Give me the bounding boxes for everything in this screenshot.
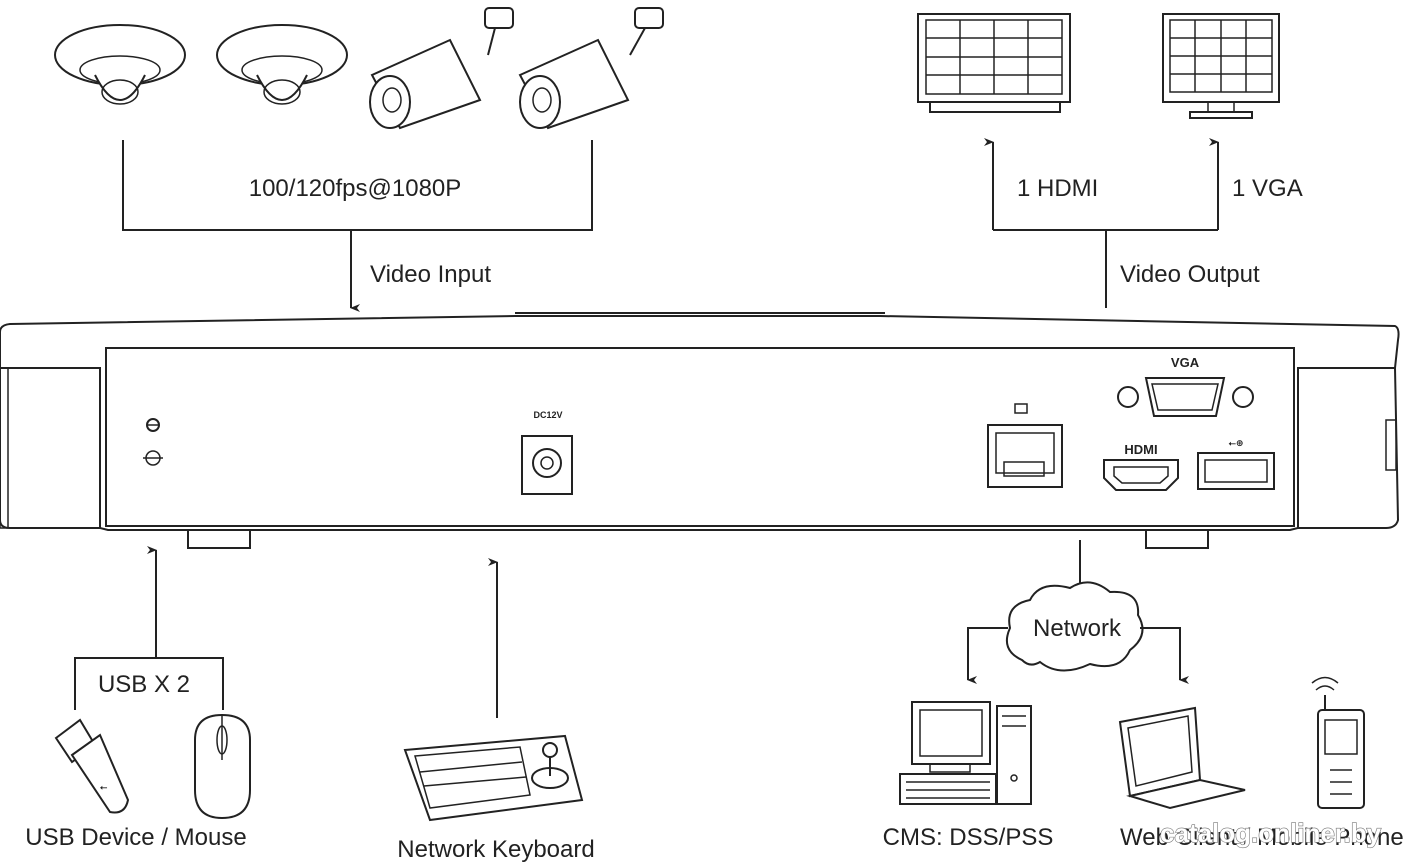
- dc-power-port: DC12V: [521, 410, 573, 495]
- cms-label: CMS: DSS/PSS: [883, 824, 1054, 851]
- usb-port: ⭠⊕: [1197, 438, 1275, 490]
- mouse-icon: [194, 713, 251, 820]
- hdmi-port-label: HDMI: [1124, 442, 1157, 457]
- hdmi-output-label: 1 HDMI: [1017, 175, 1098, 202]
- bullet-camera-icon: [369, 7, 514, 130]
- video-output-label: Video Output: [1120, 261, 1260, 288]
- video-input-spec-label: 100/120fps@1080P: [249, 175, 462, 202]
- network-label: Network: [1033, 615, 1122, 642]
- usb-symbol-icon: ⭠⊕: [1229, 438, 1244, 448]
- bullet-camera-icon: [518, 7, 664, 130]
- ground-terminal-icon: [143, 418, 163, 466]
- usb-device-mouse-label: USB Device / Mouse: [25, 824, 246, 851]
- hdmi-port: [1103, 459, 1179, 491]
- network-cloud-icon: [1006, 581, 1144, 672]
- mobile-phone-icon: [1311, 676, 1365, 809]
- lan-port: [987, 403, 1063, 488]
- watermark: catalog.onliner.by: [1160, 818, 1382, 848]
- vga-port-label: VGA: [1171, 355, 1200, 370]
- dome-camera-icon: [216, 24, 348, 105]
- nvr-device: [0, 312, 1400, 549]
- network-keyboard-icon: [403, 734, 584, 822]
- web-mobile-label: Web Client / Mobile Phone: [1120, 824, 1404, 851]
- desktop-pc-icon: [899, 701, 1032, 805]
- vga-monitor-icon: [1162, 13, 1280, 119]
- dc-port-label: DC12V: [533, 410, 562, 420]
- vga-port: [1117, 377, 1254, 417]
- dome-camera-icon: [54, 24, 186, 105]
- laptop-icon: [1118, 706, 1246, 810]
- usb-count-label: USB X 2: [98, 671, 190, 698]
- network-keyboard-label: Network Keyboard: [397, 836, 594, 863]
- vga-output-label: 1 VGA: [1232, 175, 1303, 202]
- usb-flash-drive-icon: ⭠: [54, 718, 130, 814]
- hdmi-monitor-icon: [917, 13, 1071, 113]
- usb-symbol-icon: ⭠: [100, 782, 108, 792]
- video-input-label: Video Input: [370, 261, 491, 288]
